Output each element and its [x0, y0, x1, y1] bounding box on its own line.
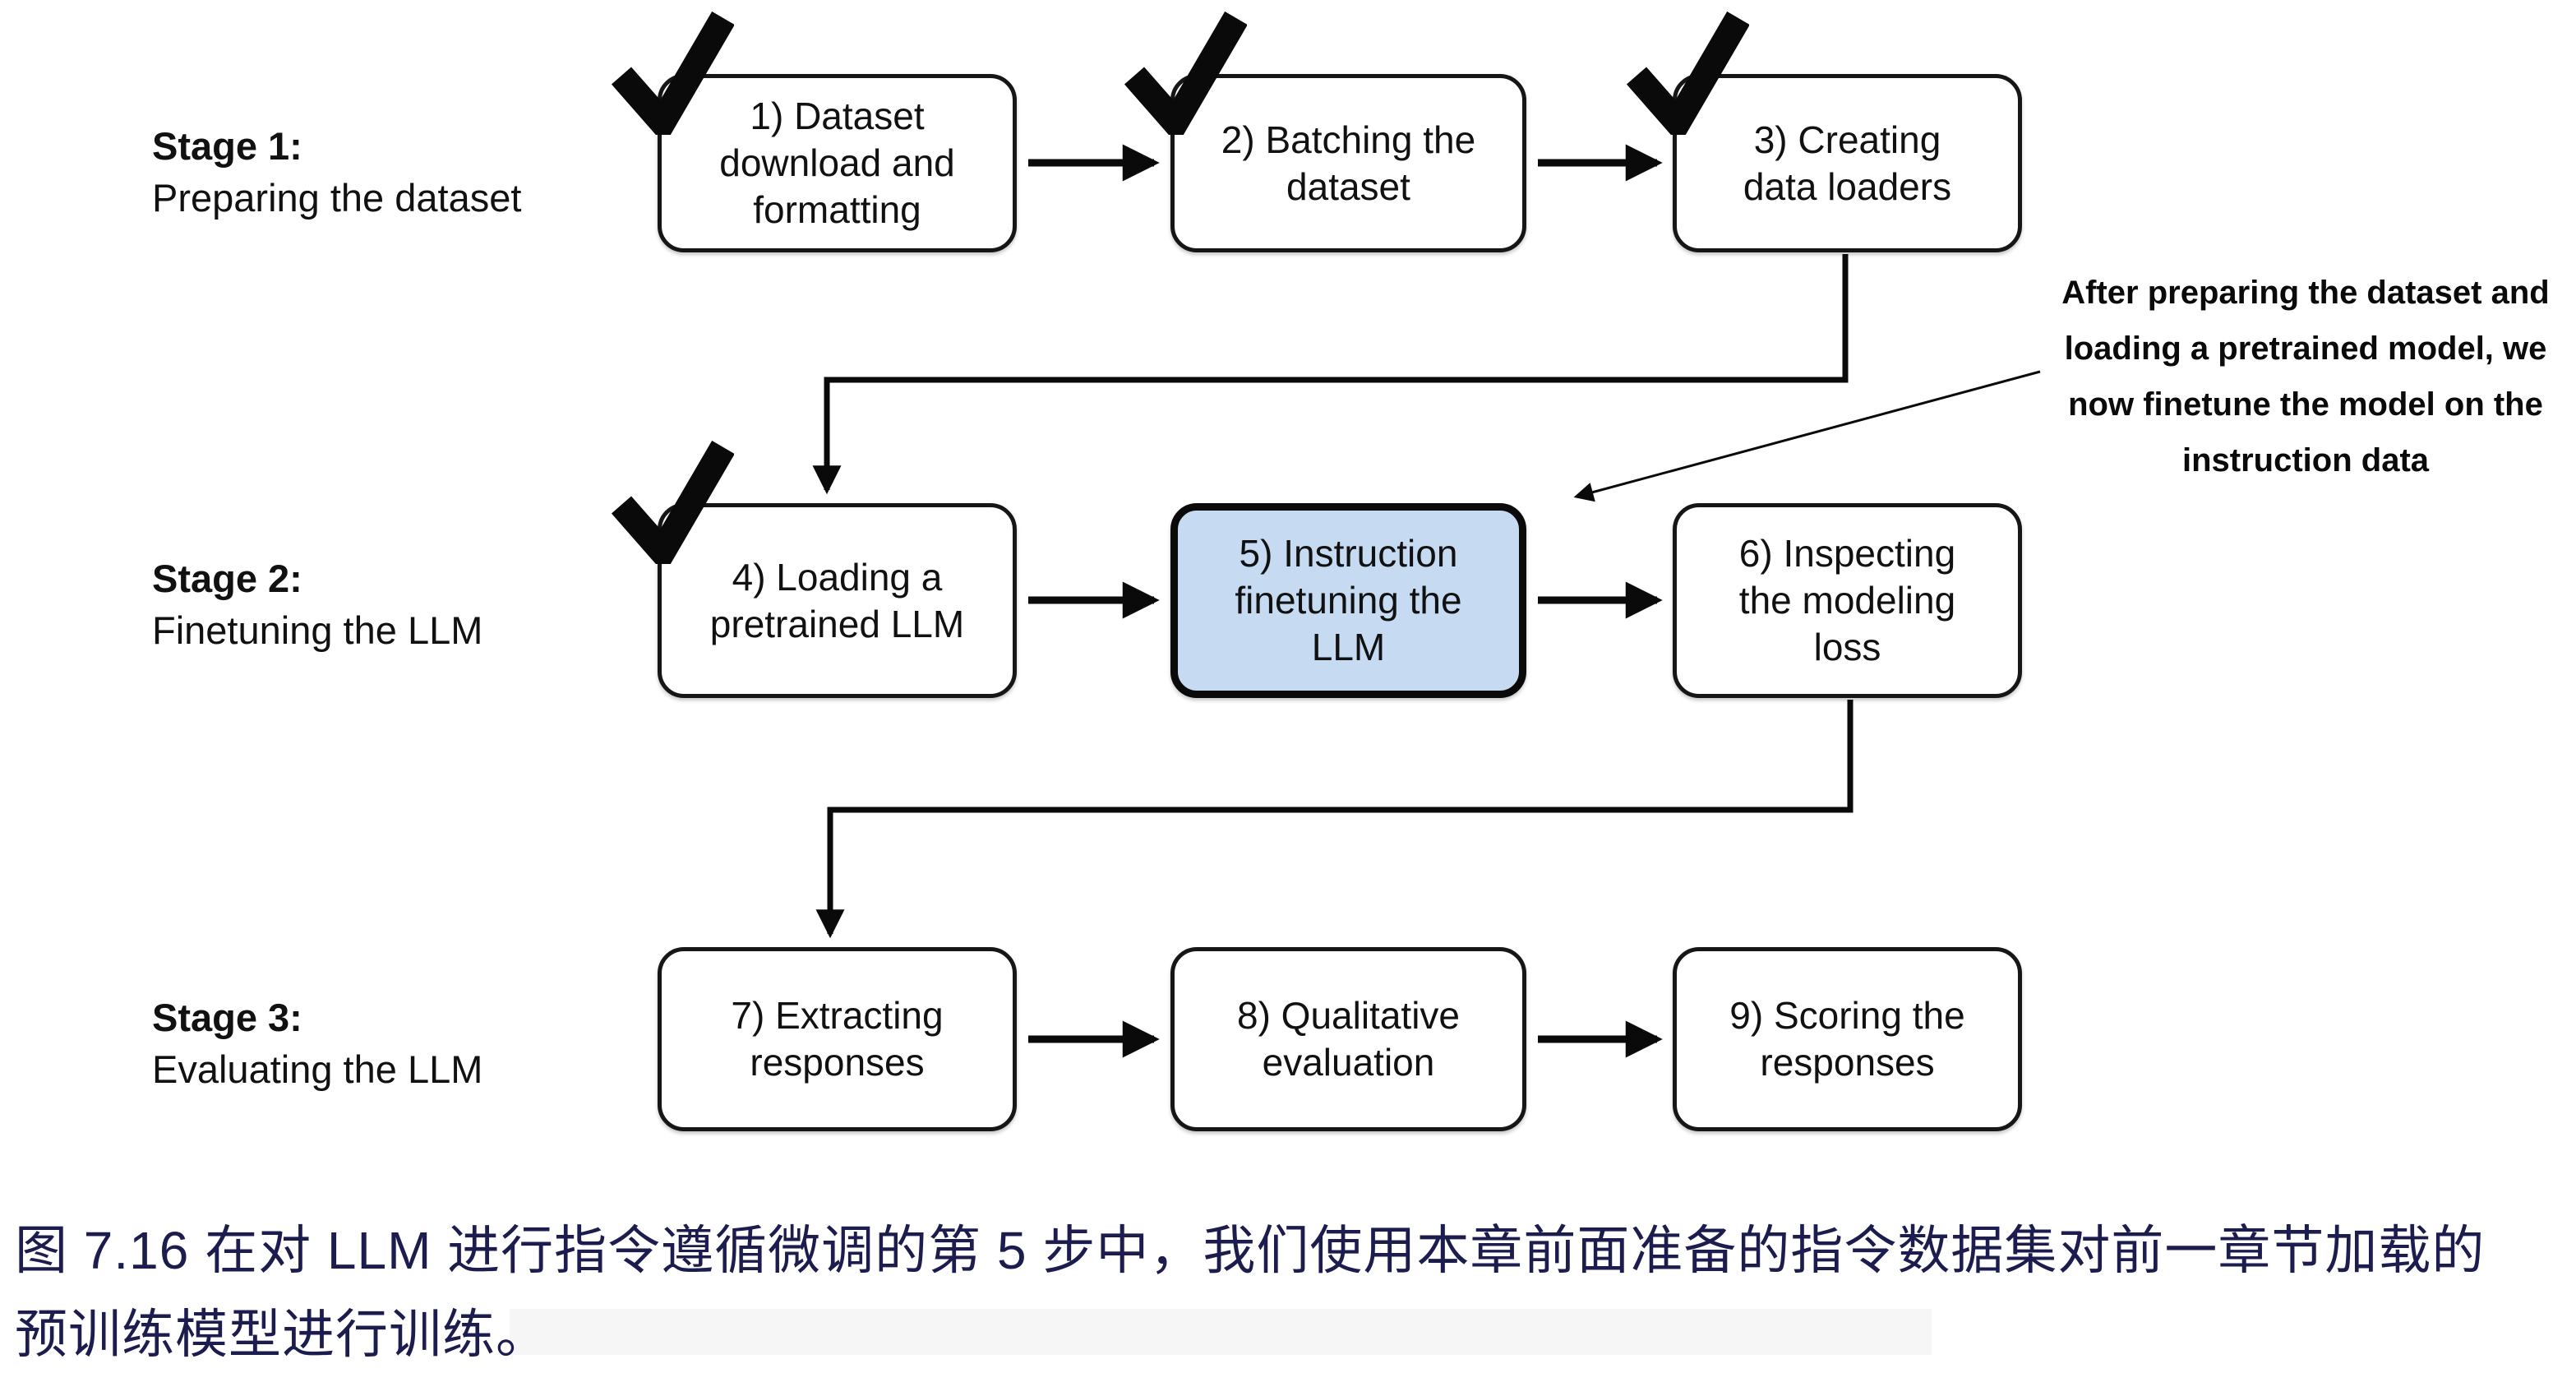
flow-box-label: 1) Dataset download and formatting — [719, 95, 955, 231]
checkmark-icon — [611, 441, 734, 564]
flow-box-label: 4) Loading a pretrained LLM — [709, 555, 965, 645]
flow-box-label: 7) Extracting responses — [731, 994, 944, 1084]
flow-box-label: 6) Inspecting the modeling loss — [1738, 532, 1956, 668]
stage-title: Stage 2: — [152, 557, 302, 600]
figure-caption: 图 7.16 在对 LLM 进行指令遵循微调的第 5 步中，我们使用本章前面准备… — [15, 1209, 2571, 1373]
stage-title: Stage 1: — [152, 124, 302, 168]
flow-box-7-extracting-responses: 7) Extracting responses — [658, 947, 1017, 1131]
flow-box-label: 3) Creating data loaders — [1743, 118, 1952, 208]
elbow-connector-box3-to-box4 — [812, 254, 1849, 495]
flow-box-label: 8) Qualitative evaluation — [1236, 994, 1460, 1084]
flow-box-9-scoring-responses: 9) Scoring the responses — [1673, 947, 2022, 1131]
stage-title: Stage 3: — [152, 996, 302, 1039]
annotation-note: After preparing the dataset and loading … — [2038, 265, 2573, 488]
flow-box-3-creating-data-loaders: 3) Creating data loaders — [1673, 74, 2022, 252]
checkmark-icon — [1124, 12, 1247, 135]
checkmark-icon — [611, 12, 734, 135]
flow-box-label: 5) Instruction finetuning the LLM — [1235, 532, 1462, 668]
flow-box-5-instruction-finetuning: 5) Instruction finetuning the LLM — [1170, 503, 1526, 698]
flow-box-1-dataset-download: 1) Dataset download and formatting — [658, 74, 1017, 252]
flow-box-6-inspecting-modeling-loss: 6) Inspecting the modeling loss — [1673, 503, 2022, 698]
checkmark-icon — [1626, 12, 1749, 135]
annotation-line: After preparing the dataset and — [2061, 275, 2550, 311]
flow-box-label: 2) Batching the dataset — [1221, 118, 1476, 208]
annotation-leader-arrow — [1573, 370, 2041, 502]
annotation-line: instruction data — [2181, 442, 2430, 478]
stage-subtitle: Finetuning the LLM — [152, 608, 483, 652]
elbow-connector-box6-to-box7 — [815, 700, 1854, 939]
stage-subtitle: Evaluating the LLM — [152, 1047, 483, 1091]
stage-label-2: Stage 2: Finetuning the LLM — [152, 552, 482, 656]
flow-box-label: 9) Scoring the responses — [1729, 994, 1965, 1084]
stage-label-3: Stage 3: Evaluating the LLM — [152, 992, 482, 1095]
flow-box-8-qualitative-evaluation: 8) Qualitative evaluation — [1170, 947, 1526, 1131]
caption-line: 预训练模型进行训练。 — [15, 1305, 549, 1364]
annotation-line: loading a pretrained model, we — [2064, 331, 2547, 367]
flow-box-4-loading-pretrained-llm: 4) Loading a pretrained LLM — [658, 503, 1017, 698]
caption-line: 图 7.16 在对 LLM 进行指令遵循微调的第 5 步中，我们使用本章前面准备… — [15, 1221, 2486, 1280]
annotation-line: now finetune the model on the — [2068, 386, 2543, 423]
caption-highlight-band — [510, 1309, 1932, 1355]
stage-label-1: Stage 1: Preparing the dataset — [152, 120, 521, 224]
flow-box-2-batching-dataset: 2) Batching the dataset — [1170, 74, 1526, 252]
stage-subtitle: Preparing the dataset — [152, 176, 522, 220]
